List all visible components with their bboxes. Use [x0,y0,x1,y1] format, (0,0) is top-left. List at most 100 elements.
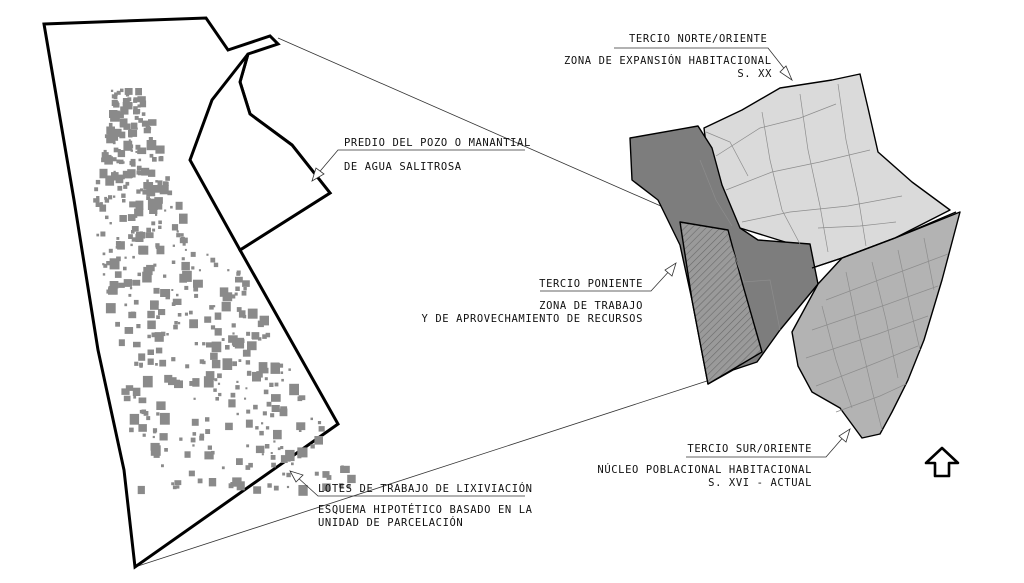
parcel-detail [42,16,356,570]
lot-square [190,251,196,257]
lot-square [143,127,151,134]
lot-square [96,233,100,237]
lot-square [245,419,253,428]
lot-square [156,147,160,151]
lot-square [231,341,237,346]
lot-square [211,359,221,369]
lot-square [147,198,158,210]
lot-square [105,303,116,314]
lot-square [152,228,156,232]
lot-square [132,387,141,396]
lot-square [204,451,214,460]
lot-square [177,313,182,317]
lot-square [264,377,268,381]
lot-square [152,435,155,439]
lot-square [159,412,170,425]
lot-square [95,179,101,185]
lot-square [119,118,128,128]
lot-square [133,299,139,305]
lot-square [213,305,216,308]
lot-square [296,422,306,431]
lot-square [291,462,294,466]
lot-square [208,478,217,487]
lot-square [189,310,193,315]
lot-square [214,328,222,336]
lot-square [310,417,313,421]
lot-square [145,232,154,239]
lot-square [117,150,126,158]
lot-square [281,378,284,382]
lot-square [103,263,108,268]
lot-square [130,122,138,130]
lot-square [190,437,196,443]
zoom-connector-bottom [137,379,711,567]
lot-square [258,362,268,373]
lot-square [245,465,251,470]
lot-square [270,455,276,460]
lot-square [235,276,243,283]
lot-square [109,258,120,270]
lot-square [273,429,282,440]
lot-square [122,98,130,105]
lot-square [242,349,251,357]
lot-square [158,225,162,229]
lot-square [159,156,164,160]
lot-square [234,337,245,349]
lot-square [119,159,124,165]
lot-square [137,170,143,176]
lot-square [225,345,230,350]
lot-square [214,378,218,382]
lot-square [138,397,147,404]
lot-square [157,180,163,186]
lot-square [155,347,163,354]
parcel-boundary [42,16,340,570]
lot-square [197,478,203,484]
lot-square [125,89,128,92]
lot-square [232,361,237,367]
lot-square [96,202,101,207]
lot-square [184,285,189,290]
street-line [825,253,949,301]
lot-square [138,245,149,255]
lot-square [258,337,262,341]
lot-square [146,196,150,200]
lot-square [107,136,116,143]
lot-square [101,157,106,163]
street-line [799,93,829,253]
lot-square [143,182,154,190]
lot-square [247,308,258,319]
lot-square [146,416,151,421]
lot-square [150,300,159,310]
street-line [837,83,867,247]
leaching-lots [93,88,356,496]
lot-square [136,97,139,100]
lot-square [340,465,350,473]
lot-square [148,137,153,142]
lot-square [138,158,142,162]
label-norte-desc-1: ZONA DE EXPANSIÓN HABITACIONAL [564,54,772,67]
lot-square [139,362,143,367]
lot-square [159,185,169,195]
lot-square [135,200,144,210]
lot-square [273,485,279,491]
lot-square [204,316,212,323]
lot-square [137,272,141,277]
lot-square [108,195,113,200]
lot-square [322,483,331,491]
label-sur-desc-1: NÚCLEO POBLACIONAL HABITACIONAL [597,463,812,476]
lot-square [228,335,238,343]
lot-square [213,262,219,268]
lot-square [193,279,203,288]
lot-square [143,266,153,276]
lot-square [130,149,133,152]
lot-square [109,222,112,225]
lot-square [297,396,303,402]
lot-square [253,404,258,410]
lot-square [134,208,144,217]
lot-square [114,133,118,137]
lot-square [128,293,132,297]
lot-square [259,430,264,436]
lot-square [111,172,119,181]
